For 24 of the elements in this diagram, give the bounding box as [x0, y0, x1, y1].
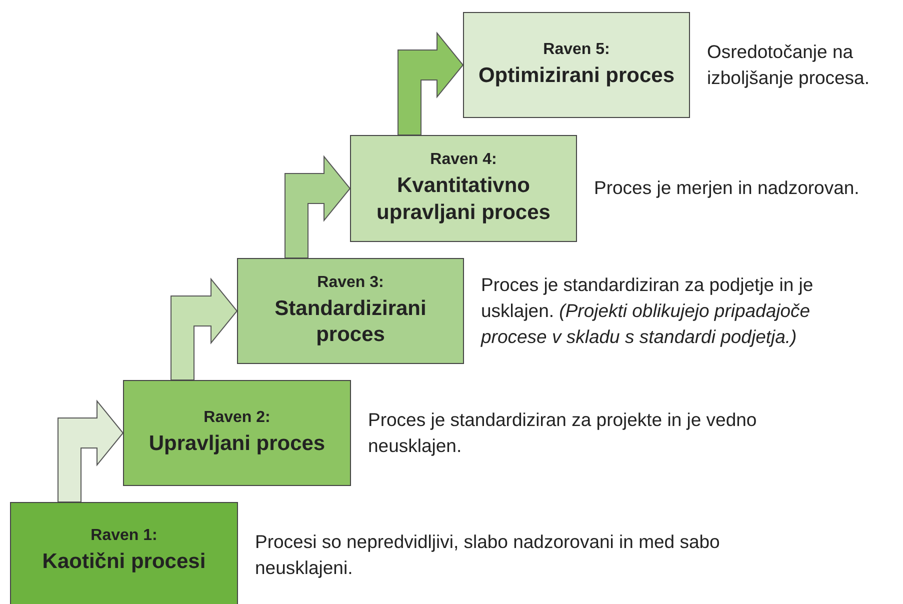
level-description: Procesi so nepredvidljivi, slabo nadzorovani in med sabo neusklajeni.	[255, 530, 721, 580]
level-title: Kvantitativno upravljani proces	[376, 173, 552, 226]
level-description: Proces je standardiziran za projekte in je vedno neusklajen.	[368, 408, 758, 458]
level-box	[237, 258, 464, 364]
level-title: Upravljani proces	[148, 430, 326, 457]
level-number: Raven 5:	[543, 40, 610, 59]
level-box	[10, 502, 238, 604]
level-description: Proces je merjen in nadzorovan.	[594, 176, 860, 200]
bent-arrow	[398, 32, 464, 136]
level-box	[463, 12, 690, 118]
level-description: Proces je standardiziran za podjetje in je usklajen. (Projekti oblikujejo pripadajoče procese v skladu s standardi podjetja.)	[481, 273, 814, 349]
bent-arrow	[58, 400, 124, 502]
level-number: Raven 3:	[317, 274, 384, 292]
level-box	[350, 135, 577, 242]
bent-arrow	[284, 155, 351, 258]
level-box	[123, 380, 351, 486]
level-title: Kaotični procesi	[42, 548, 206, 575]
level-number: Raven 4:	[430, 151, 497, 170]
level-description: Osredotočanje na izboljšanje procesa.	[707, 40, 870, 90]
bent-arrow	[170, 278, 238, 380]
level-number: Raven 1:	[90, 526, 158, 545]
level-title: Optimizirani proces	[478, 62, 675, 89]
level-title: Standardizirani proces	[274, 296, 428, 348]
level-number: Raven 2:	[204, 408, 270, 427]
